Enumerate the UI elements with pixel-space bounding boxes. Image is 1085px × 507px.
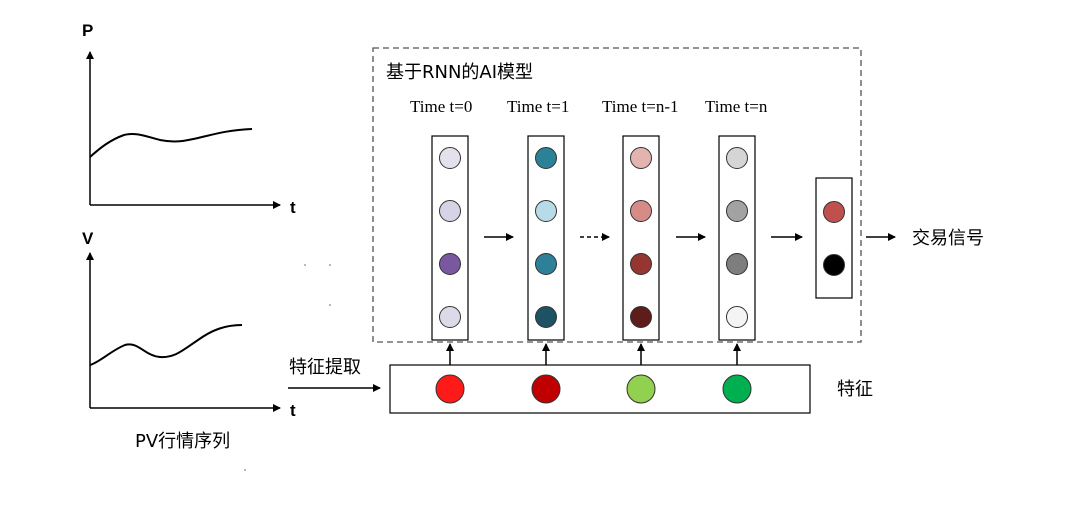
rnn-model-box (372, 47, 862, 343)
feature-nodes (435, 374, 752, 404)
output-node (823, 254, 845, 276)
feature-node (531, 374, 561, 404)
volume-curve (89, 324, 243, 366)
rnn-hidden-node (535, 253, 557, 275)
feature-node (722, 374, 752, 404)
pv-series-caption: PV行情序列 (135, 431, 230, 452)
rnn-hidden-node (726, 200, 748, 222)
price-chart: P t (82, 21, 296, 217)
rnn-hidden-node (726, 306, 748, 328)
time-label: Time t=0 (410, 97, 472, 116)
rnn-hidden-node (630, 147, 652, 169)
volume-x-axis-label: t (290, 401, 296, 420)
feature-extraction-label: 特征提取 (289, 357, 361, 378)
feature-node (435, 374, 465, 404)
rnn-timestep-column (622, 135, 660, 341)
volume-y-axis-label: V (82, 229, 94, 248)
rnn-hidden-node (439, 253, 461, 275)
rnn-hidden-node (439, 147, 461, 169)
rnn-hidden-node (630, 253, 652, 275)
trading-signal-label: 交易信号 (912, 228, 984, 249)
output-layer (815, 177, 853, 299)
time-label: Time t=n-1 (602, 97, 679, 116)
time-labels: Time t=0 Time t=1 Time t=n-1 Time t=n (410, 97, 768, 116)
time-label: Time t=1 (507, 97, 569, 116)
features-label: 特征 (837, 379, 873, 400)
rnn-hidden-node (630, 306, 652, 328)
time-label: Time t=n (705, 97, 768, 116)
rnn-hidden-node (726, 147, 748, 169)
output-layer-box (815, 177, 853, 299)
rnn-hidden-node (630, 200, 652, 222)
rnn-hidden-node (535, 306, 557, 328)
price-y-axis-label: P (82, 21, 93, 40)
rnn-hidden-node (439, 306, 461, 328)
feature-node (626, 374, 656, 404)
price-x-axis-label: t (290, 198, 296, 217)
rnn-hidden-node (439, 200, 461, 222)
rnn-columns (431, 135, 756, 341)
rnn-hidden-node (726, 253, 748, 275)
rnn-hidden-node (535, 200, 557, 222)
stray-dots (244, 264, 331, 471)
rnn-model-title: 基于RNN的AI模型 (386, 62, 533, 83)
price-curve (89, 128, 253, 158)
output-node (823, 201, 845, 223)
rnn-hidden-node (535, 147, 557, 169)
volume-chart: V t (82, 229, 296, 420)
